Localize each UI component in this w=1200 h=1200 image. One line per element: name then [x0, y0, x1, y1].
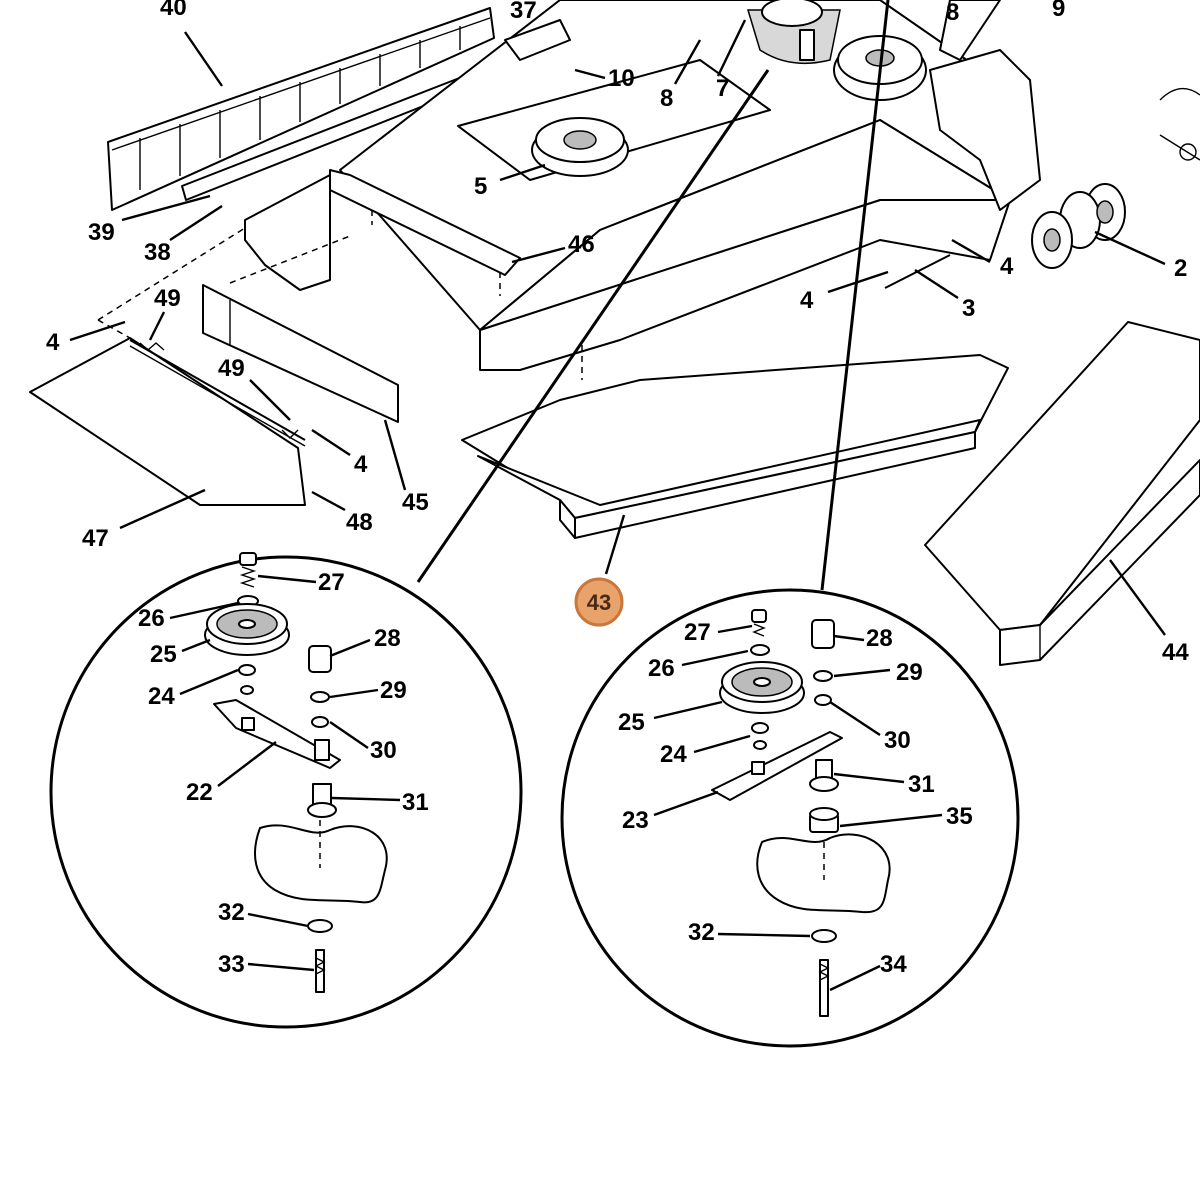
left-label-33[interactable]: 33 — [218, 951, 245, 978]
left-label-28[interactable]: 28 — [374, 625, 401, 652]
right-label-27[interactable]: 27 — [684, 619, 711, 646]
label-40[interactable]: 40 — [160, 0, 187, 21]
left-label-24[interactable]: 24 — [148, 683, 175, 710]
label-45[interactable]: 45 — [402, 489, 429, 516]
right-part-35-spacer[interactable] — [809, 807, 839, 833]
right-label-28[interactable]: 28 — [866, 625, 893, 652]
left-part-31-bushing[interactable] — [307, 783, 337, 818]
label-8[interactable]: 8 — [660, 85, 673, 112]
right-part-31-bushing[interactable] — [809, 759, 839, 792]
right-part-26-washer[interactable] — [750, 644, 770, 656]
right-part-32-washer[interactable] — [811, 929, 837, 943]
right-label-34[interactable]: 34 — [880, 951, 907, 978]
label-9[interactable]: 9 — [1052, 0, 1065, 22]
left-label-31[interactable]: 31 — [402, 789, 429, 816]
right-part-30-washer[interactable] — [814, 694, 832, 706]
label-7[interactable]: 7 — [716, 75, 729, 102]
right-label-23[interactable]: 23 — [622, 807, 649, 834]
label-8-top[interactable]: 8 — [946, 0, 959, 26]
left-label-29[interactable]: 29 — [380, 677, 407, 704]
part-9-bracket[interactable] — [929, 49, 1041, 211]
part-44-rail[interactable] — [924, 321, 1200, 666]
deck-assembly — [29, 0, 1200, 666]
right-part-28-spacer[interactable] — [811, 619, 835, 649]
part-2-rollers[interactable] — [1031, 183, 1126, 269]
right-part-25-pulley[interactable] — [719, 661, 805, 714]
label-47[interactable]: 47 — [82, 525, 109, 552]
label-3[interactable]: 3 — [962, 295, 975, 322]
label-2[interactable]: 2 — [1174, 255, 1187, 282]
label-38[interactable]: 38 — [144, 239, 171, 266]
part-40-baffle[interactable] — [107, 7, 495, 211]
left-label-22[interactable]: 22 — [186, 779, 213, 806]
right-label-35[interactable]: 35 — [946, 803, 973, 830]
left-label-30[interactable]: 30 — [370, 737, 397, 764]
left-part-27-bolt[interactable] — [239, 552, 257, 588]
part-45-plate[interactable] — [202, 284, 399, 423]
leaders-upper — [69, 19, 1166, 636]
callout-line-left — [416, 69, 770, 583]
label-43[interactable]: 43 — [587, 590, 611, 615]
right-label-25[interactable]: 25 — [618, 709, 645, 736]
part-49-rod[interactable] — [129, 339, 306, 447]
label-49-lower[interactable]: 49 — [218, 355, 245, 382]
label-43-highlighted[interactable]: 43 — [574, 577, 624, 627]
right-part-29-nut[interactable] — [813, 670, 833, 682]
right-part-27-bolt[interactable] — [751, 609, 767, 637]
right-part-34-bolt[interactable] — [818, 959, 830, 1017]
right-label-26[interactable]: 26 — [648, 655, 675, 682]
left-label-25[interactable]: 25 — [150, 641, 177, 668]
part-7-gearbox[interactable] — [746, 0, 841, 65]
label-39[interactable]: 39 — [88, 219, 115, 246]
deck-housing[interactable] — [339, 0, 1041, 371]
left-part-33-bolt[interactable] — [314, 949, 326, 993]
label-37[interactable]: 37 — [510, 0, 537, 24]
right-label-32[interactable]: 32 — [688, 919, 715, 946]
right-label-31[interactable]: 31 — [908, 771, 935, 798]
part-43-deflector[interactable] — [461, 354, 1009, 539]
right-label-29[interactable]: 29 — [896, 659, 923, 686]
detail-circle-left — [49, 552, 523, 1029]
right-label-24[interactable]: 24 — [660, 741, 687, 768]
label-4-right[interactable]: 4 — [1000, 253, 1014, 280]
hardware-clip[interactable] — [1159, 87, 1200, 161]
part-number-labels: 40 37 9 8 8 7 10 5 39 38 46 4 2 3 4 4 49… — [46, 0, 1189, 978]
right-deck-fragment — [756, 833, 891, 914]
callout-line-right — [820, 0, 890, 591]
label-4-lower[interactable]: 4 — [354, 451, 368, 478]
left-part-25-pulley[interactable] — [204, 603, 290, 656]
label-44[interactable]: 44 — [1162, 639, 1189, 666]
right-label-30[interactable]: 30 — [884, 727, 911, 754]
part-5-pulley[interactable] — [531, 117, 629, 177]
detail-circle-right — [560, 588, 1020, 1048]
label-49-top[interactable]: 49 — [154, 285, 181, 312]
left-part-28-spacer[interactable] — [308, 645, 332, 673]
left-part-24-washer[interactable] — [238, 664, 256, 676]
part-47-flap[interactable] — [29, 337, 306, 506]
left-label-27[interactable]: 27 — [318, 569, 345, 596]
left-part-22-arm[interactable] — [213, 699, 341, 769]
label-4-left[interactable]: 4 — [46, 329, 60, 356]
label-46[interactable]: 46 — [568, 231, 595, 258]
mount-bracket[interactable] — [244, 174, 331, 291]
left-label-32[interactable]: 32 — [218, 899, 245, 926]
left-part-29-nut[interactable] — [310, 691, 330, 703]
left-part-30-washer[interactable] — [311, 716, 329, 728]
left-part-32-washer[interactable] — [307, 919, 333, 933]
right-part-24-washer[interactable] — [751, 722, 769, 734]
label-10[interactable]: 10 — [608, 65, 635, 92]
left-deck-fragment — [254, 824, 388, 904]
right-part-23-arm[interactable] — [711, 731, 843, 801]
label-48[interactable]: 48 — [346, 509, 373, 536]
label-4-mid[interactable]: 4 — [800, 287, 814, 314]
label-5[interactable]: 5 — [474, 173, 487, 200]
left-label-26[interactable]: 26 — [138, 605, 165, 632]
